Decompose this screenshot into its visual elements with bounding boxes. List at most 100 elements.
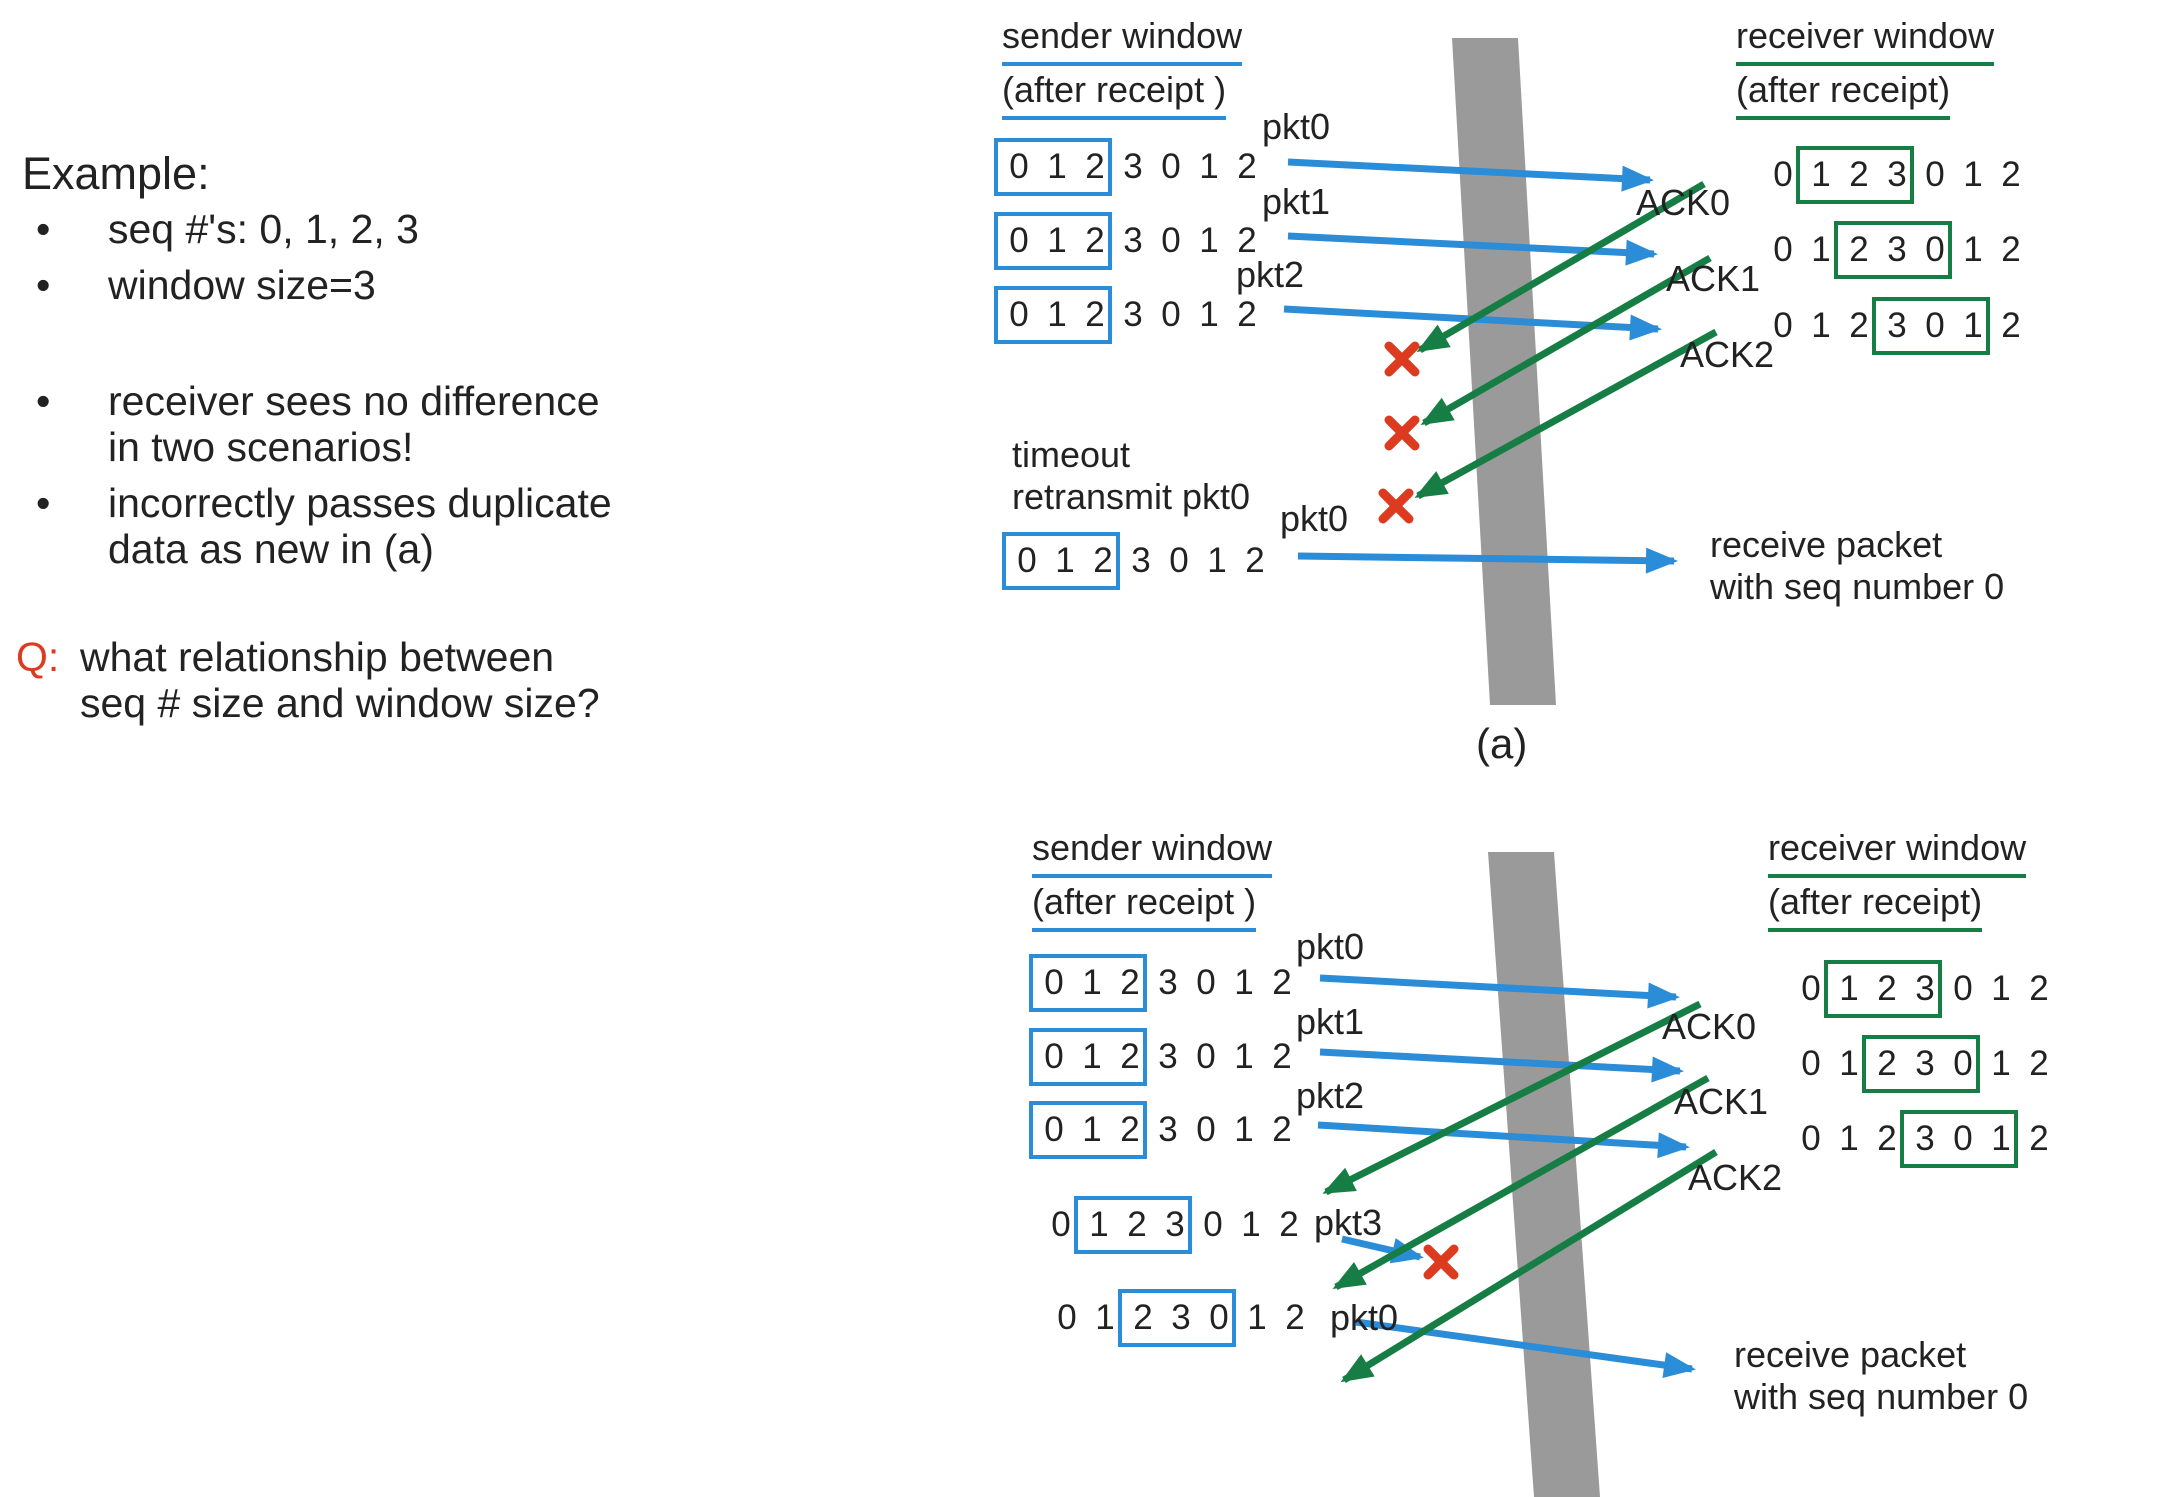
seq-cell: 1 [1082,1037,1102,1076]
a-retransmit-pkt0-arrow [1297,547,1678,574]
seq-cell: 1 [1199,295,1219,334]
header-line: receiver window [1736,12,1995,66]
header-line: sender window [1032,824,1273,878]
example-heading: Example: [22,148,210,199]
seq-cell: 0 [1773,306,1793,345]
window-box [1029,1028,1147,1086]
header-line: (after receipt) [1768,878,1983,932]
b-ack1-label: ACK1 [1674,1081,1769,1122]
seq-cell: 1 [1082,963,1102,1002]
window-box [1796,146,1914,204]
seq-cell: 0 [1044,963,1064,1002]
receive-note-line: with seq number 0 [1710,566,2005,607]
seq-cell: 0 [1801,969,1821,1008]
a-pkt2-arrow [1283,305,1662,341]
seq-cell: 0 [1801,1119,1821,1158]
receive-note-line: receive packet [1710,524,1943,565]
seq-cell: 2 [2001,306,2021,345]
seq-cell: 0 [1161,295,1181,334]
a-ack2-label: ACK2 [1680,334,1775,375]
seq-cell: 2 [1272,963,1292,1002]
a-pkt1-label: pkt1 [1262,181,1331,222]
seq-cell: 2 [1093,541,1113,580]
seq-cell: 2 [1120,1110,1140,1149]
b-retransmit-pkt0-arrow [1355,1318,1696,1378]
window-box [1872,297,1990,355]
seq-cell: 1 [1047,221,1067,260]
seq-cell: 1 [1839,1119,1859,1158]
b-pkt3-loss-x-icon [1423,1244,1459,1280]
seq-cell: 2 [2001,155,2021,194]
seq-cell: 1 [1089,1205,1109,1244]
seq-cell: 1 [1991,1044,2011,1083]
a-retransmit-pkt0-label: pkt0 [1280,498,1349,539]
window-box [1029,954,1147,1012]
seq-cell: 0 [1169,541,1189,580]
seq-cell: 1 [1199,221,1219,260]
question-text: what relationship between seq # size and… [80,634,600,726]
bullet-no-difference: receiver sees no difference in two scena… [36,378,600,470]
seq-cell: 3 [1915,969,1935,1008]
seq-cell: 2 [1245,541,1265,580]
seq-cell: 0 [1773,230,1793,269]
seq-cell: 2 [1237,221,1257,260]
seq-cell: 3 [1915,1044,1935,1083]
b-pkt1-label: pkt1 [1296,1001,1365,1042]
seq-cell: 2 [1085,295,1105,334]
seq-cell: 2 [1279,1205,1299,1244]
seq-cell: 0 [1773,155,1793,194]
seq-cell: 2 [1120,963,1140,1002]
seq-cell: 0 [1925,306,1945,345]
receive-note-line: with seq number 0 [1734,1376,2029,1417]
seq-cell: 0 [1209,1298,1229,1337]
seq-cell: 3 [1887,230,1907,269]
receive-note-line: receive packet [1734,1334,1967,1375]
seq-cell: 2 [1133,1298,1153,1337]
seq-cell: 2 [1237,147,1257,186]
seq-cell: 3 [1915,1119,1935,1158]
seq-cell: 2 [1237,295,1257,334]
seq-cell: 0 [1196,1110,1216,1149]
seq-cell: 1 [1839,969,1859,1008]
a-pkt0-arrow [1287,158,1654,192]
b-pkt2-arrow [1317,1121,1690,1159]
seq-cell: 1 [1991,1119,2011,1158]
seq-cell: 2 [1849,230,1869,269]
bullet-line: receiver sees no difference [108,378,600,424]
seq-cell: 2 [2029,969,2049,1008]
seq-cell: 2 [1127,1205,1147,1244]
bullet-seq-numbers: seq #'s: 0, 1, 2, 3 [36,206,419,252]
seq-cell: 1 [1963,230,1983,269]
seq-cell: 0 [1044,1037,1064,1076]
b-pkt2-label: pkt2 [1296,1075,1365,1116]
seq-cell: 1 [1241,1205,1261,1244]
window-box [1002,532,1120,590]
seq-cell: 3 [1131,541,1151,580]
seq-cell: 1 [1963,155,1983,194]
window-box [994,212,1112,270]
seq-cell: 3 [1165,1205,1185,1244]
seq-cell: 2 [1849,306,1869,345]
header-line: (after receipt ) [1002,66,1227,120]
a-ack2-loss-x-icon [1378,488,1414,524]
a-pkt2-label: pkt2 [1236,254,1305,295]
seq-cell: 0 [1044,1110,1064,1149]
seq-cell: 0 [1161,221,1181,260]
seq-cell: 0 [1953,1044,1973,1083]
seq-cell: 0 [1953,1119,1973,1158]
header-line: sender window [1002,12,1243,66]
panel-a-receiver-header: receiver window (after receipt) [1736,12,1995,120]
seq-cell: 0 [1801,1044,1821,1083]
b-ack2-arrow [1340,1149,1718,1383]
header-line: (after receipt ) [1032,878,1257,932]
window-box [1834,221,1952,279]
seq-cell: 1 [1082,1110,1102,1149]
